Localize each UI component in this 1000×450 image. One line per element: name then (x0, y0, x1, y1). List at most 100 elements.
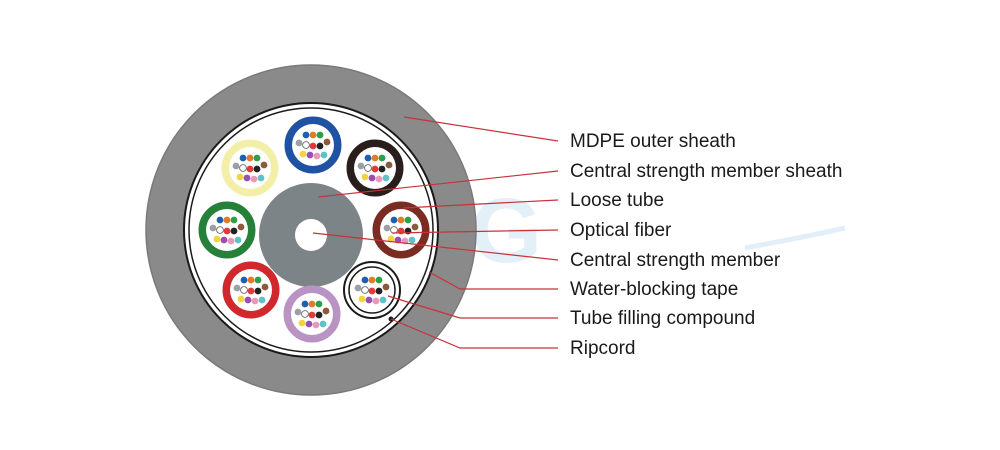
optical-fiber (301, 300, 309, 308)
optical-fiber (387, 235, 395, 243)
optical-fiber (312, 321, 320, 329)
optical-fiber (375, 276, 383, 284)
optical-fiber (216, 216, 224, 224)
optical-fiber (253, 154, 261, 162)
optical-fiber (358, 295, 366, 303)
optical-fiber (378, 154, 386, 162)
leader-line-optical-fiber (391, 229, 559, 234)
optical-fiber (247, 287, 255, 295)
leader-line-csm (312, 232, 559, 261)
label-csm-sheath: Central strength member sheath (570, 161, 842, 182)
optical-fiber (411, 223, 419, 231)
optical-fiber (306, 151, 314, 159)
optical-fiber (209, 224, 217, 232)
optical-fiber (315, 311, 323, 319)
label-filling: Tube filling compound (570, 308, 755, 329)
optical-fiber (404, 216, 412, 224)
label-loose-tube: Loose tube (570, 190, 664, 211)
optical-fiber (375, 175, 383, 183)
optical-fiber (305, 320, 313, 328)
optical-fiber (250, 175, 258, 183)
optical-fiber (254, 287, 262, 295)
loose-tube (346, 139, 404, 197)
optical-fiber (223, 227, 231, 235)
loose-tube (284, 116, 342, 174)
optical-fiber (237, 223, 245, 231)
optical-fiber (309, 131, 317, 139)
optical-fiber (251, 297, 259, 305)
optical-fiber (298, 319, 306, 327)
optical-fiber (216, 226, 224, 234)
label-csm: Central strength member (570, 250, 781, 271)
optical-fiber (354, 284, 362, 292)
optical-fiber (383, 224, 391, 232)
optical-fiber (261, 283, 269, 291)
optical-fiber (357, 162, 365, 170)
optical-fiber (382, 283, 390, 291)
watermark-swoosh (744, 225, 846, 251)
optical-fiber (397, 216, 405, 224)
optical-fiber (240, 286, 248, 294)
optical-fiber (315, 300, 323, 308)
optical-fiber (316, 142, 324, 150)
optical-fiber (230, 216, 238, 224)
loose-tube (343, 261, 401, 319)
optical-fiber (301, 310, 309, 318)
loose-tube (372, 201, 430, 259)
label-ripcord: Ripcord (570, 338, 635, 359)
optical-fiber (244, 296, 252, 304)
optical-fiber (385, 161, 393, 169)
optical-fiber (368, 174, 376, 182)
optical-fiber (230, 227, 238, 235)
optical-fiber (365, 296, 373, 304)
label-outer-sheath: MDPE outer sheath (570, 131, 736, 152)
loose-tube (198, 201, 256, 259)
optical-fiber (254, 276, 262, 284)
optical-fiber (361, 286, 369, 294)
optical-fiber (309, 142, 317, 150)
optical-fiber (408, 236, 416, 244)
leader-line-csm-sheath (317, 170, 559, 198)
optical-fiber (239, 164, 247, 172)
optical-fiber (253, 165, 261, 173)
optical-fiber (227, 237, 235, 245)
leader-line-loose-tube (402, 199, 559, 209)
optical-fiber (322, 307, 330, 315)
optical-fiber (364, 164, 372, 172)
optical-fiber (257, 174, 265, 182)
optical-fiber (308, 300, 316, 308)
optical-fiber (375, 287, 383, 295)
optical-fiber (372, 297, 380, 305)
loose-tube (283, 285, 341, 343)
optical-fiber (308, 311, 316, 319)
optical-fiber (378, 165, 386, 173)
optical-fiber (299, 150, 307, 158)
optical-fiber (404, 227, 412, 235)
optical-fiber (371, 165, 379, 173)
optical-fiber (361, 276, 369, 284)
optical-fiber (232, 162, 240, 170)
leader-line-water-tape (428, 271, 558, 290)
optical-fiber (239, 154, 247, 162)
optical-fiber (323, 138, 331, 146)
optical-fiber (246, 165, 254, 173)
optical-fiber (320, 151, 328, 159)
optical-fiber (233, 284, 241, 292)
optical-fiber (302, 141, 310, 149)
optical-fiber (294, 308, 302, 316)
optical-fiber (223, 216, 231, 224)
optical-fiber (382, 174, 390, 182)
optical-fiber (234, 236, 242, 244)
optical-fiber (371, 154, 379, 162)
optical-fiber (302, 131, 310, 139)
optical-fiber (246, 154, 254, 162)
optical-fiber (368, 287, 376, 295)
optical-fiber (379, 296, 387, 304)
optical-fiber (237, 295, 245, 303)
optical-fiber (364, 154, 372, 162)
optical-fiber (247, 276, 255, 284)
label-water-tape: Water-blocking tape (570, 279, 738, 300)
optical-fiber (390, 216, 398, 224)
loose-tube (222, 261, 280, 319)
loose-tubes-group (198, 116, 430, 343)
